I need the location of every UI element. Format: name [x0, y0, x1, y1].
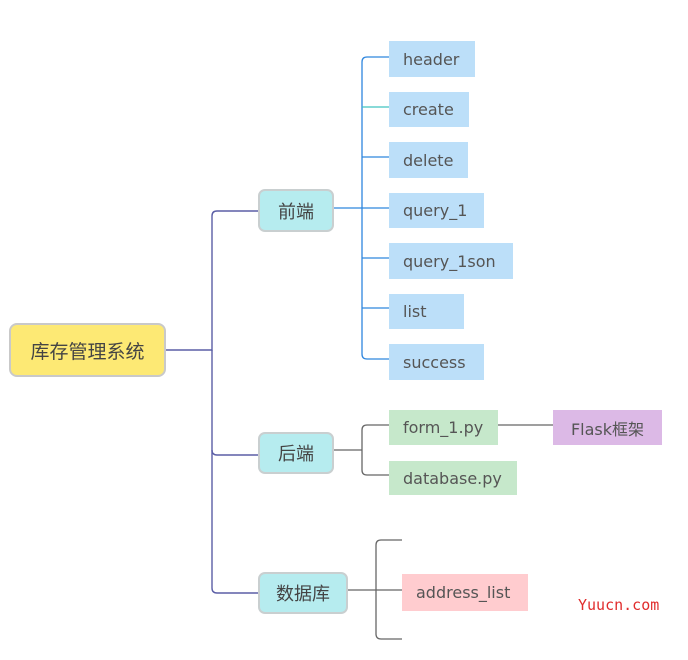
leaf-query-1son[interactable]: query_1son — [389, 243, 513, 279]
connector-to-header — [361, 56, 389, 63]
leaf-address-list[interactable]: address_list — [402, 574, 528, 611]
connector-backend-trunk — [334, 430, 363, 470]
connector-db-bottom-stub — [375, 633, 402, 640]
connector-root-to-database — [211, 450, 258, 594]
connector-to-database-py — [361, 469, 389, 476]
branch-backend[interactable]: 后端 — [258, 432, 334, 474]
leaf-database-py[interactable]: database.py — [389, 461, 517, 495]
connector-root-to-frontend — [166, 210, 258, 351]
note-flask-framework[interactable]: Flask框架 — [553, 410, 662, 445]
connector-to-success — [361, 353, 389, 360]
branch-database[interactable]: 数据库 — [258, 572, 348, 614]
watermark-text: Yuucn.com — [578, 596, 660, 614]
leaf-header[interactable]: header — [389, 41, 475, 77]
root-node[interactable]: 库存管理系统 — [9, 323, 166, 377]
leaf-delete[interactable]: delete — [389, 142, 468, 178]
leaf-query-1[interactable]: query_1 — [389, 193, 484, 228]
connector-root-to-backend — [211, 350, 258, 456]
leaf-success[interactable]: success — [389, 344, 484, 380]
leaf-form-1-py[interactable]: form_1.py — [389, 410, 498, 445]
connector-database-trunk — [348, 545, 402, 634]
connector-frontend-trunk — [334, 62, 363, 354]
branch-frontend[interactable]: 前端 — [258, 189, 334, 232]
leaf-create[interactable]: create — [389, 92, 469, 127]
connector-db-top-stub — [375, 539, 402, 546]
connector-to-form-1 — [361, 424, 389, 431]
leaf-list[interactable]: list — [389, 294, 464, 329]
